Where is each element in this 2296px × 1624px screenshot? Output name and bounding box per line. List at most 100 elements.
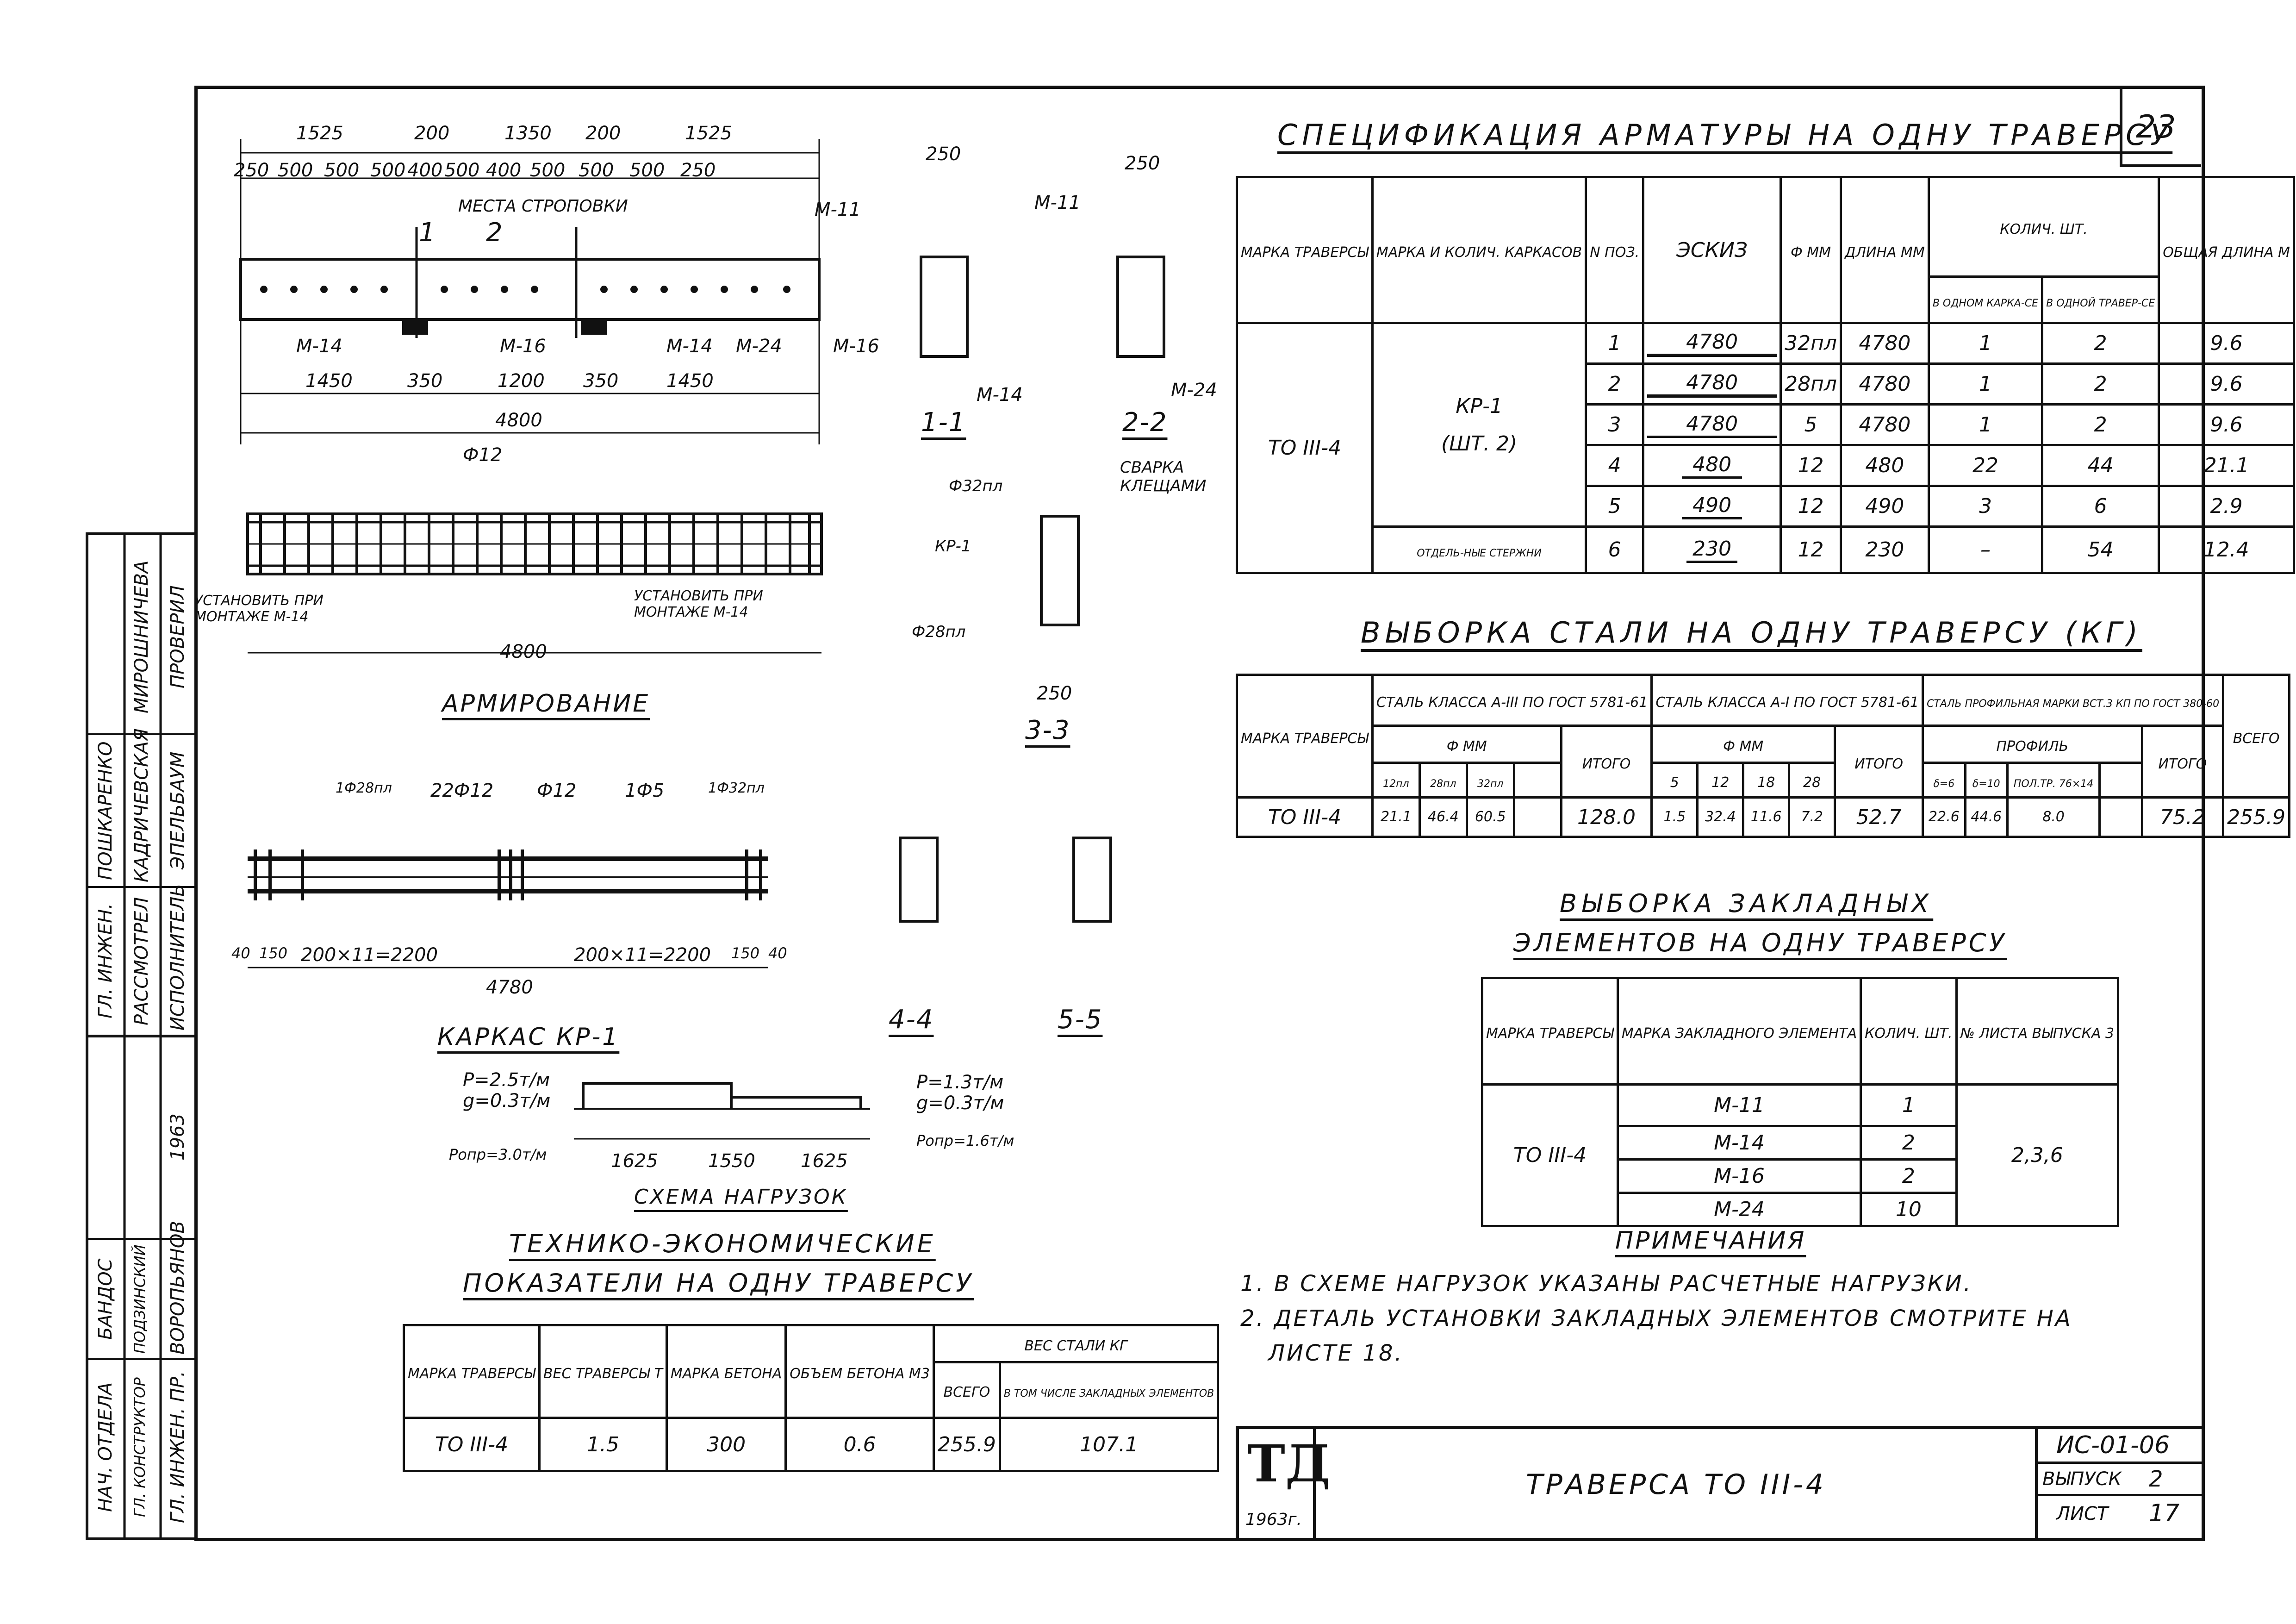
karkas-label: 1Ф5 (625, 780, 665, 801)
steel-title: ВЫБОРКА СТАЛИ НА ОДНУ ТРАВЕРСУ (КГ) (1361, 616, 2142, 650)
spec-h-kol: КОЛИЧ. ШТ. (1927, 176, 2160, 278)
section-2-2 (1116, 256, 1165, 358)
sec22-title: 2-2 (1122, 407, 1168, 437)
spec-kark: 1 (1927, 362, 2044, 406)
spec-row: ОТДЕЛЬ-НЫЕ СТЕРЖНИ 6 230 12 230 – 54 12.… (1237, 525, 2296, 574)
sec33-label: КР-1 (935, 537, 971, 556)
elev-dim: 250 (234, 160, 269, 181)
elev-dim: 350 (407, 370, 443, 392)
steel-col: 32пл (1465, 762, 1515, 799)
stamp-year: 1963г. (1245, 1510, 1302, 1529)
spec-d: 5 (1780, 403, 1842, 446)
steel-h-marka: МАРКА ТРАВЕРСЫ (1236, 674, 1374, 799)
elev-dim: 500 (370, 160, 406, 181)
steel-val: 60.5 (1465, 796, 1515, 838)
steel-h-a1: СТАЛЬ КЛАССА А-I ПО ГОСТ 5781-61 (1650, 674, 1924, 727)
karkas-label: 22Ф12 (430, 780, 494, 801)
elev-total: 4800 (495, 410, 542, 431)
note-1: 1. В СХЕМЕ НАГРУЗОК УКАЗАНЫ РАСЧЕТНЫЕ НА… (1240, 1271, 1972, 1297)
steel-marka: ТО III-4 (1236, 796, 1374, 838)
steel-val: 32.4 (1696, 796, 1745, 838)
tech-row: ТО III-4 1.5 300 0.6 255.9 107.1 (403, 1417, 1220, 1472)
karkas-label: 1Ф28пл (336, 780, 392, 796)
section-3-3 (1040, 515, 1080, 626)
spec-trav: 54 (2041, 525, 2160, 574)
stamp-line (2038, 1494, 2204, 1496)
spec-d: 28пл (1780, 362, 1842, 406)
tech-h0: МАРКА ТРАВЕРСЫ (403, 1324, 541, 1419)
arm-label: Ф12 (463, 444, 503, 466)
spec-d: 12 (1780, 485, 1842, 528)
steel-col: ПОЛ.ТР. 76×14 (2006, 762, 2101, 799)
emb-row: ТО III-4 М-11 1 2,3,6 (1481, 1083, 2120, 1227)
elev-label: МЕСТА СТРОПОВКИ (458, 197, 628, 216)
spec-h-marka: МАРКА ТРАВЕРСЫ (1236, 176, 1374, 324)
embedded-table: МАРКА ТРАВЕРСЫ МАРКА ЗАКЛАДНОГО ЭЛЕМЕНТА… (1481, 977, 2120, 1227)
elev-dim: 500 (629, 160, 665, 181)
spec-d: 12 (1780, 525, 1842, 574)
steel-col: 12пл (1371, 762, 1421, 799)
sec11-label: М-11 (1034, 192, 1081, 213)
spec-row: 5 490 12 490 3 6 2.9 (1237, 485, 2296, 528)
steel-row: ТО III-4 21.1 46.4 60.5 128.0 1.5 32.4 1… (1236, 796, 2291, 838)
spec-trav: 2 (2041, 403, 2160, 446)
spec-title: СПЕЦИФИКАЦИЯ АРМАТУРЫ НА ОДНУ ТРАВЕРСУ (1277, 118, 2173, 152)
emb-marka: ТО III-4 (1481, 1083, 1619, 1227)
steel-vsego: 255.9 (2222, 796, 2291, 838)
elev-dim: 1525 (685, 123, 732, 144)
spec-len: 230 (1840, 525, 1930, 574)
elev-label: М-11 (815, 199, 861, 220)
side-name-2: ВОРОПЬЯНОВ (167, 1221, 188, 1355)
load-dim: 1625 (611, 1150, 658, 1172)
sec22-label: М-24 (1171, 380, 1217, 401)
emb-h-kol: КОЛИЧ. ШТ. (1860, 977, 1958, 1086)
emb-row: М-14 2 (1482, 1125, 2118, 1161)
spec-kark: 22 (1927, 444, 2044, 487)
steel-h-a3: СТАЛЬ КЛАССА А-III ПО ГОСТ 5781-61 (1371, 674, 1653, 727)
stamp-vypusk-label: ВЫПУСК (2042, 1468, 2122, 1490)
elev-label: М-24 (736, 336, 782, 357)
steel-col (2098, 762, 2143, 799)
elev-dim: 250 (680, 160, 716, 181)
steel-val (1512, 796, 1562, 838)
elev-dim: 500 (324, 160, 360, 181)
elev-dim: 400 (407, 160, 443, 181)
spec-row: 2 4780 28пл 4780 1 2 9.6 (1237, 362, 2296, 406)
spec-sketch: 4780 (1642, 403, 1782, 446)
embedded-title-1: ВЫБОРКА ЗАКЛАДНЫХ (1560, 889, 1934, 918)
spec-total: 9.6 (2158, 403, 2296, 446)
elev-dim: 500 (530, 160, 566, 181)
spec-h-karkas: МАРКА И КОЛИЧ. КАРКАСОВ (1371, 176, 1587, 324)
spec-sketch: 480 (1642, 444, 1782, 487)
tech-h2: МАРКА БЕТОНА (665, 1324, 787, 1419)
sec33-label: СВАРКА КЛЕЩАМИ (1120, 458, 1207, 495)
spec-d: 12 (1780, 444, 1842, 487)
load-left-p: Р=2.5т/м (463, 1069, 550, 1091)
steel-col: 28 (1788, 762, 1836, 799)
steel-val: 46.4 (1418, 796, 1468, 838)
spec-trav: 44 (2041, 444, 2160, 487)
steel-col: δ=6 (1922, 762, 1966, 799)
tech-v3: 0.6 (784, 1417, 935, 1472)
load-left-g: g=0.3т/м (463, 1090, 551, 1112)
steel-col: 18 (1742, 762, 1791, 799)
spec-table: МАРКА ТРАВЕРСЫ МАРКА И КОЛИЧ. КАРКАСОВ N… (1236, 176, 2296, 574)
elev-label: М-14 (296, 336, 342, 357)
stirrups (254, 515, 811, 900)
elev-dim: 400 (486, 160, 522, 181)
emb-row: М-16 2 (1482, 1158, 2118, 1194)
steel-val (2098, 796, 2143, 838)
emb-qty: 1 (1860, 1083, 1958, 1127)
arm-label: УСТАНОВИТЬ ПРИ МОНТАЖЕ М-14 (634, 588, 763, 620)
tech-v4: 255.9 (932, 1417, 1001, 1472)
emb-el: М-24 (1616, 1192, 1862, 1227)
elevation-holes (260, 286, 790, 293)
spec-h-vkark: В ОДНОМ КАРКА-СЕ (1927, 275, 2044, 324)
side-name-1: ПОДЗИНСКИЙ (131, 1244, 149, 1354)
spec-len: 4780 (1840, 362, 1930, 406)
steel-h-prof: СТАЛЬ ПРОФИЛЬНАЯ МАРКИ ВСТ.3 КП ПО ГОСТ … (1922, 674, 2225, 727)
elev-dim: 200 (585, 123, 621, 144)
elev-dim: 1350 (504, 123, 552, 144)
sec11-label: М-16 (833, 336, 879, 357)
steel-h-itogo-a1: ИТОГО (1834, 725, 1924, 799)
